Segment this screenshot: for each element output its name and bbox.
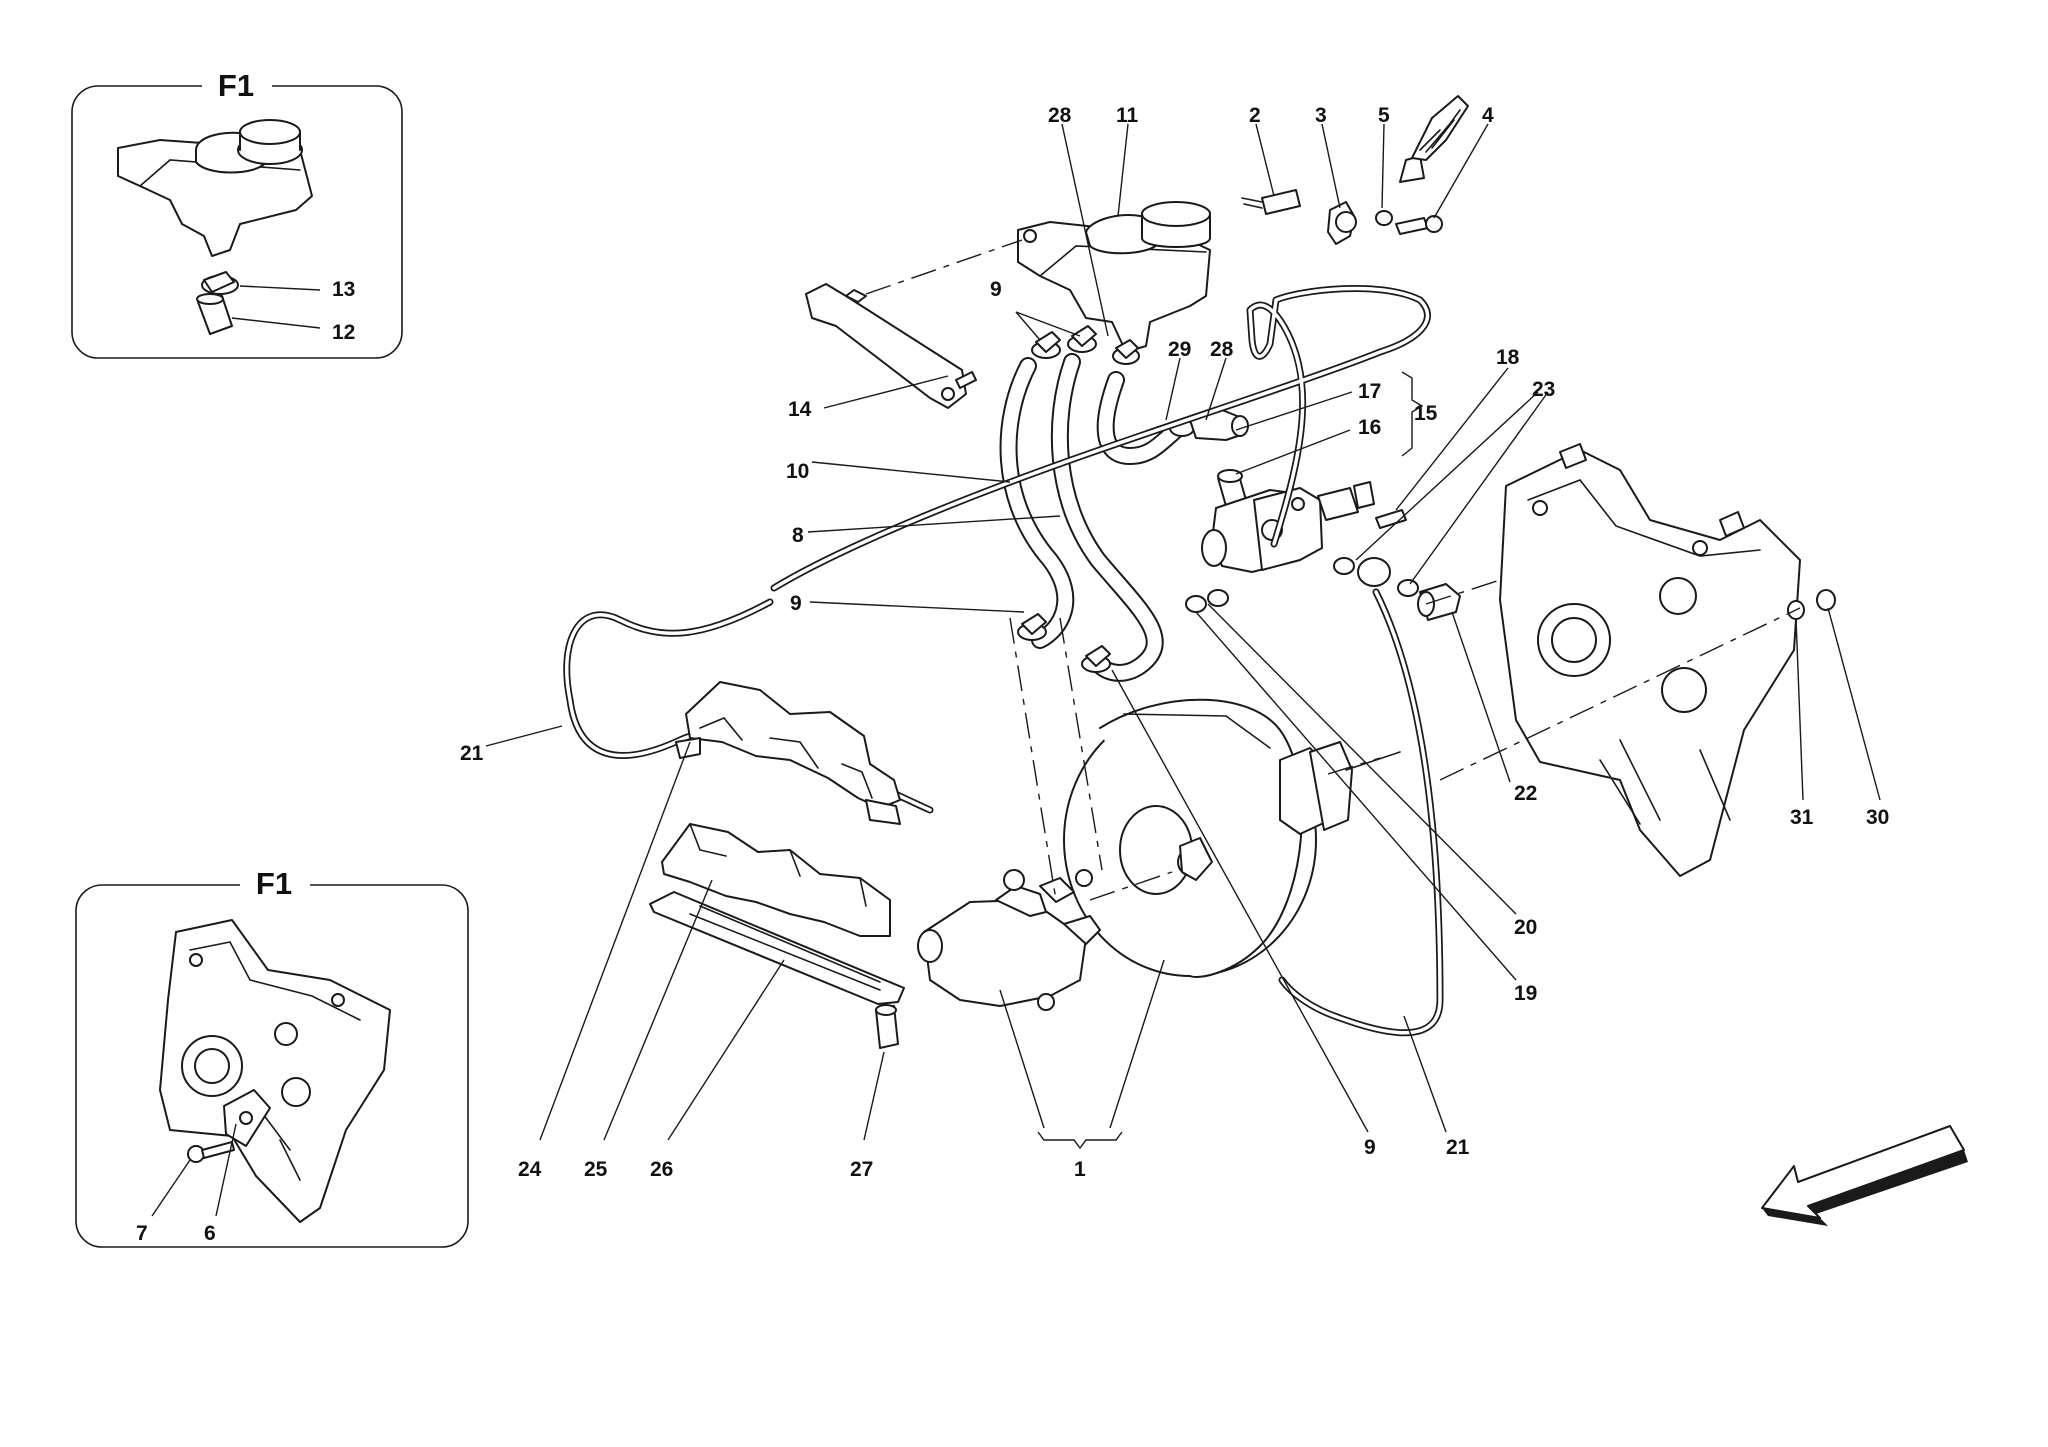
callout-1: 1 xyxy=(1074,1158,1086,1181)
callout-28: 28 xyxy=(1210,338,1234,361)
brake-pipe-21-right xyxy=(1278,588,1444,1037)
callout-6: 6 xyxy=(204,1222,216,1245)
brake-pipe-15 xyxy=(770,285,1431,592)
callouts: 28 11 2 3 5 4 9 29 28 17 16 15 14 10 8 9… xyxy=(460,104,1889,1181)
arrow-down-left-icon xyxy=(1761,1125,1968,1226)
inset-top-title: F1 xyxy=(218,68,254,103)
hose-clamps xyxy=(1017,325,1195,673)
callout-8: 8 xyxy=(792,524,804,547)
callout-9: 9 xyxy=(790,592,802,615)
plug-16 xyxy=(1217,469,1247,507)
callout-17: 17 xyxy=(1358,380,1381,403)
callout-5: 5 xyxy=(1378,104,1390,127)
callout-16: 16 xyxy=(1358,416,1381,439)
inset-bolt xyxy=(187,1141,235,1163)
callout-30: 30 xyxy=(1866,806,1889,829)
callout-18: 18 xyxy=(1496,346,1520,369)
bleed-fittings-top xyxy=(1241,95,1469,245)
callout-9: 9 xyxy=(1364,1136,1376,1159)
callout-12: 12 xyxy=(332,321,355,344)
pipe-clip-lower xyxy=(661,823,891,937)
callout-15: 15 xyxy=(1414,402,1438,425)
callout-22: 22 xyxy=(1514,782,1537,805)
hose-8 xyxy=(1050,353,1164,682)
leader-lines xyxy=(485,123,1881,1150)
inset-hose-clamp xyxy=(201,271,239,295)
callout-4: 4 xyxy=(1482,104,1494,127)
callout-11: 11 xyxy=(1116,104,1139,127)
callout-3: 3 xyxy=(1315,104,1327,127)
hose-29 xyxy=(1096,371,1185,465)
bolt-27 xyxy=(875,1004,899,1049)
callout-23: 23 xyxy=(1532,378,1555,401)
callout-19: 19 xyxy=(1514,982,1537,1005)
callout-2: 2 xyxy=(1249,104,1261,127)
callout-21: 21 xyxy=(1446,1136,1470,1159)
callout-13: 13 xyxy=(332,278,355,301)
callout-14: 14 xyxy=(788,398,812,421)
callout-25: 25 xyxy=(584,1158,608,1181)
inset-cover-plate xyxy=(223,1089,271,1147)
callout-10: 10 xyxy=(786,460,809,483)
pedal-bracket xyxy=(1499,443,1801,877)
nut-washer-30-31 xyxy=(1787,589,1836,620)
master-cylinder-lower xyxy=(917,869,1101,1011)
inset-hose xyxy=(196,293,233,335)
callout-26: 26 xyxy=(650,1158,673,1181)
callout-27: 27 xyxy=(850,1158,873,1181)
callout-24: 24 xyxy=(518,1158,542,1181)
inset-reservoir: F1 13 12 xyxy=(71,64,403,359)
hose-10 xyxy=(999,357,1075,649)
master-cylinder-upper xyxy=(1201,481,1375,573)
callout-28: 28 xyxy=(1048,104,1072,127)
pipe-clip-upper xyxy=(675,681,901,825)
callout-20: 20 xyxy=(1514,916,1537,939)
reservoir-bracket xyxy=(805,283,977,409)
callout-31: 31 xyxy=(1790,806,1814,829)
callout-21: 21 xyxy=(460,742,484,765)
callout-7: 7 xyxy=(136,1222,148,1245)
inset-bracket-plate xyxy=(159,919,391,1223)
brake-booster xyxy=(1063,698,1401,978)
fittings-23-22-18 xyxy=(1185,509,1461,621)
callout-9: 9 xyxy=(990,278,1002,301)
inset-bottom-title: F1 xyxy=(256,866,292,901)
inset-pedal-bracket: F1 7 6 xyxy=(75,862,469,1248)
callout-29: 29 xyxy=(1168,338,1191,361)
reservoir xyxy=(1017,201,1211,353)
inset-reservoir-body xyxy=(117,119,313,257)
clip-base-plate xyxy=(649,891,905,1005)
